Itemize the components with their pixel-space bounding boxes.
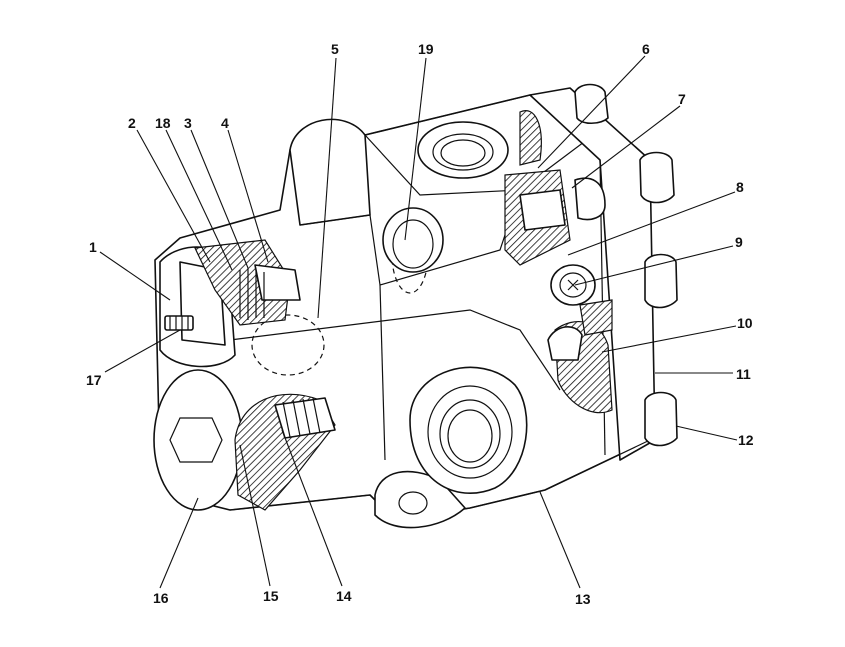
leader-10 [601,325,737,353]
leader-lines [99,55,738,589]
cap-screws [574,83,678,447]
callout-15: 15 [263,588,279,604]
callout-19: 19 [418,41,434,57]
leader-3 [190,129,249,269]
relief-valve-assembly [159,239,301,368]
leader-16 [159,497,199,589]
callout-16: 16 [153,590,169,606]
leader-6 [537,55,646,169]
callout-14: 14 [336,588,352,604]
internal-passages [251,207,444,376]
leader-2 [136,129,211,263]
callout-10: 10 [737,315,753,331]
right-side-components [504,110,613,414]
callout-1: 1 [89,239,97,255]
leader-13 [539,491,581,589]
lower-plug [153,369,243,511]
callout-18: 18 [155,115,171,131]
leader-12 [675,425,738,441]
front-port [409,366,528,494]
callout-7: 7 [678,91,686,107]
callout-5: 5 [331,41,339,57]
callout-11: 11 [736,366,751,382]
leader-8 [567,191,736,256]
top-port [417,121,509,179]
leader-18 [165,129,233,271]
callout-8: 8 [736,179,744,195]
leader-1 [99,251,171,301]
callout-12: 12 [738,432,754,448]
leader-19 [404,57,427,241]
callout-13: 13 [575,591,591,607]
callout-6: 6 [642,41,650,57]
leader-17 [104,329,181,373]
callout-3: 3 [184,115,192,131]
leader-7 [571,105,681,189]
callout-labels: 1 2 18 3 4 5 19 6 7 8 9 10 11 12 13 14 1… [86,41,754,607]
leader-14 [281,429,343,587]
leader-5 [317,57,337,319]
leader-15 [239,444,271,587]
callout-17: 17 [86,372,102,388]
lower-spring-assembly [234,393,336,511]
callout-2: 2 [128,115,136,131]
leader-4 [227,129,269,263]
callout-4: 4 [221,115,229,131]
callout-9: 9 [735,234,743,250]
leader-9 [574,245,734,286]
